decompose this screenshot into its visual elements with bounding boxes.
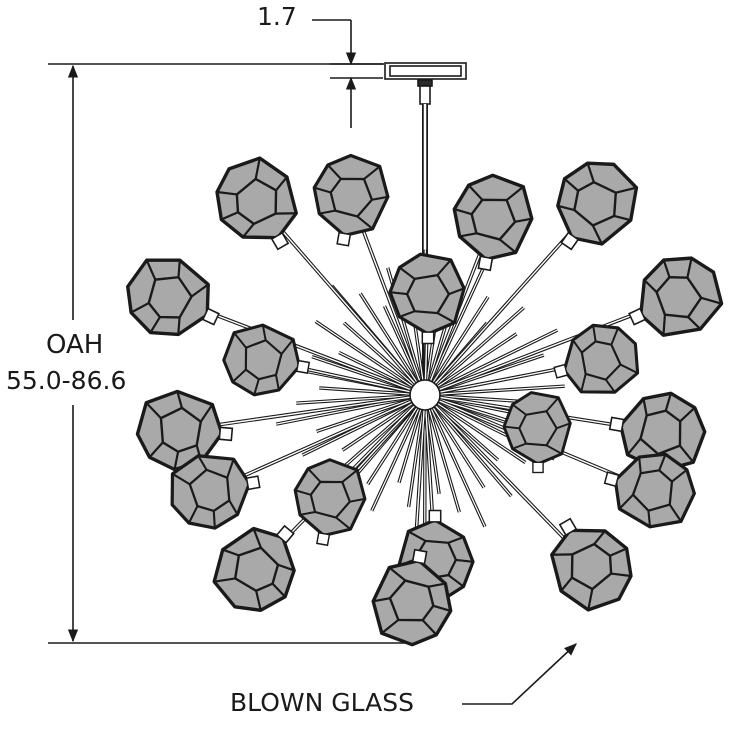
shade-socket	[533, 462, 543, 472]
shade-outline	[539, 146, 651, 260]
material-callout: BLOWN GLASS	[230, 688, 414, 717]
shade-outline	[447, 170, 538, 266]
shade-socket	[413, 550, 427, 564]
shade-socket	[247, 476, 260, 489]
glass-shade	[114, 245, 232, 355]
canopy	[385, 63, 466, 104]
shade-outline	[219, 319, 306, 401]
glass-shade	[546, 316, 646, 406]
glass-shade	[445, 170, 538, 276]
shade-socket	[429, 511, 440, 522]
shade-socket	[478, 256, 492, 270]
glass-shade	[532, 502, 647, 622]
glass-shade	[504, 393, 570, 473]
glass-shade	[287, 455, 371, 551]
shade-socket	[297, 361, 310, 374]
glass-shade	[615, 243, 729, 353]
overall-height-range: 55.0-86.6	[6, 366, 126, 395]
shade-outline	[114, 245, 223, 351]
shade-socket	[422, 332, 433, 343]
shade-socket	[610, 417, 624, 431]
glass-shade	[219, 319, 315, 403]
shade-outline	[624, 243, 729, 349]
shade-outline	[201, 146, 311, 258]
stem-connector	[420, 86, 430, 104]
canopy-dimension	[312, 20, 383, 128]
shade-socket	[605, 472, 619, 486]
overall-height-label: OAH	[46, 330, 103, 360]
shade-socket	[317, 533, 330, 546]
canopy-dimension-value: 1.7	[257, 2, 297, 31]
center-hub	[410, 380, 440, 410]
shade-outline	[307, 150, 394, 241]
shade-socket	[554, 365, 567, 378]
glass-leader	[462, 644, 576, 704]
shade-socket	[337, 233, 350, 246]
canopy-cap	[418, 80, 432, 86]
shade-outline	[555, 316, 646, 403]
glass-shade	[534, 146, 652, 268]
shade-socket	[219, 427, 232, 440]
glass-shade	[305, 150, 393, 251]
